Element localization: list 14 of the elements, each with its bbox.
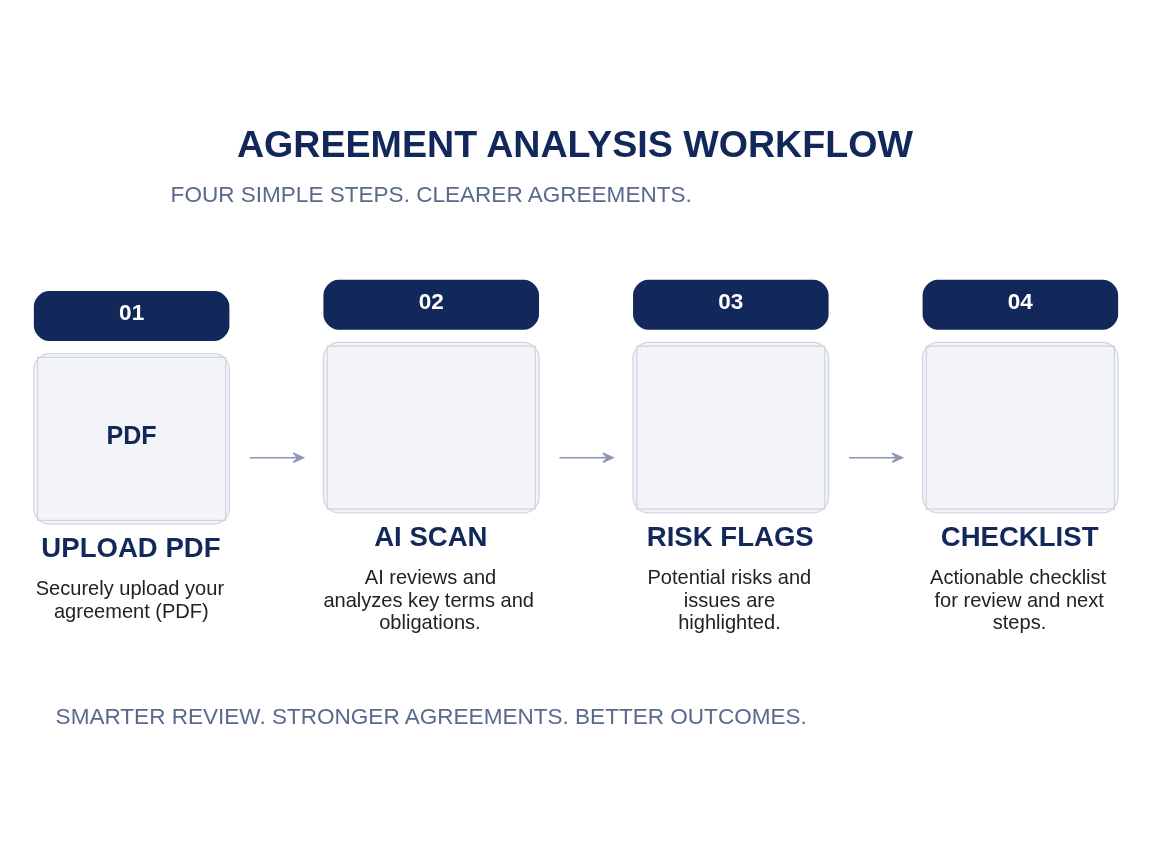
- node-label: Potential risks and issues are highlighted.: [647, 566, 812, 634]
- label: SMARTER REVIEW. STRONGER AGREEMENTS. BETTER OUTCOMES.: [55, 703, 807, 729]
- diagram-title: AGREEMENT ANALYSIS WORKFLOW: [236, 122, 913, 165]
- node-label: AI reviews and analyzes key terms and obligations.: [323, 566, 535, 634]
- node-label: RISK FLAGS: [646, 521, 814, 553]
- label: FOUR SIMPLE STEPS. CLEARER AGREEMENTS.: [170, 182, 692, 208]
- node-label: AI SCAN: [374, 521, 488, 553]
- node-label: Actionable checklist for review and next steps.: [930, 566, 1107, 634]
- node-label: CHECKLIST: [940, 521, 1099, 553]
- arrow: [249, 452, 305, 463]
- arrow: [558, 452, 614, 463]
- arrow: [848, 452, 903, 463]
- node-label: Securely upload your agreement (PDF): [35, 577, 225, 622]
- node-label: UPLOAD PDF: [41, 532, 221, 564]
